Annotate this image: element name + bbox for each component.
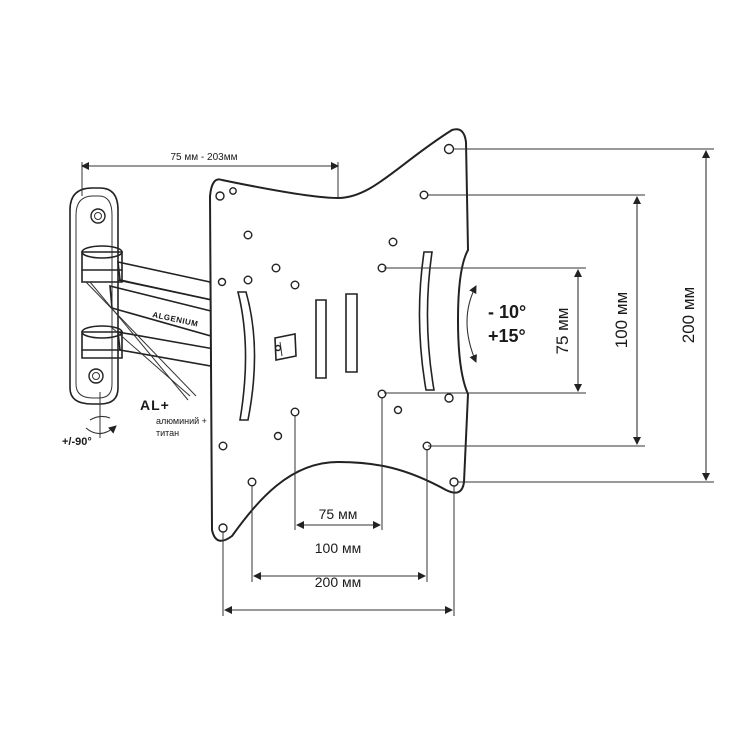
mount-hole	[247, 477, 257, 487]
depth-dimension	[81, 162, 339, 198]
mount-hole	[388, 237, 398, 247]
vertical-200-label: 200 мм	[679, 287, 698, 343]
lock-bracket	[274, 333, 297, 361]
horizontal-dimensions	[222, 398, 455, 616]
mount-hole	[449, 477, 459, 487]
mount-hole	[419, 190, 429, 200]
wall-screw-hole-top	[90, 208, 106, 224]
curved-slot-left	[236, 291, 256, 421]
material-title: AL+	[140, 397, 170, 413]
mount-hole	[229, 187, 237, 195]
wall-screw-hole-bottom	[88, 368, 104, 384]
mount-hole	[243, 230, 253, 240]
vertical-slot	[315, 299, 327, 379]
tilt-down-label: - 10°	[488, 302, 526, 322]
tilt-up-label: +15°	[488, 326, 526, 346]
material-line2: титан	[156, 428, 179, 438]
depth-range-label: 75 мм - 203мм	[171, 152, 238, 163]
mount-hole	[393, 405, 403, 415]
mount-hole	[290, 407, 300, 417]
tilt-indicator	[466, 285, 477, 363]
vesa-plate	[208, 128, 470, 542]
vertical-slot	[345, 293, 358, 373]
mount-hole	[271, 263, 281, 273]
mount-hole	[273, 431, 283, 441]
vertical-100-label: 100 мм	[612, 292, 631, 348]
mount-hole	[218, 523, 228, 533]
mount-hole	[377, 389, 387, 399]
vertical-dimensions	[384, 148, 714, 483]
horizontal-75-label: 75 мм	[319, 506, 358, 522]
mount-hole	[290, 280, 300, 290]
curved-slot-right	[418, 251, 435, 391]
vertical-75-label: 75 мм	[553, 307, 572, 354]
wall-plate	[69, 187, 119, 405]
mount-hole	[243, 275, 253, 285]
mount-hole	[218, 441, 228, 451]
swivel-indicator	[85, 392, 117, 438]
mount-hole	[443, 143, 455, 155]
horizontal-200-label: 200 мм	[315, 574, 362, 590]
swivel-angle-label: +/-90°	[62, 436, 92, 448]
pivot-hinges	[81, 245, 123, 359]
mount-hole	[444, 393, 454, 403]
horizontal-100-label: 100 мм	[315, 540, 362, 556]
mount-hole	[217, 277, 227, 287]
material-line1: алюминий +	[156, 416, 207, 426]
mount-hole	[215, 191, 225, 201]
